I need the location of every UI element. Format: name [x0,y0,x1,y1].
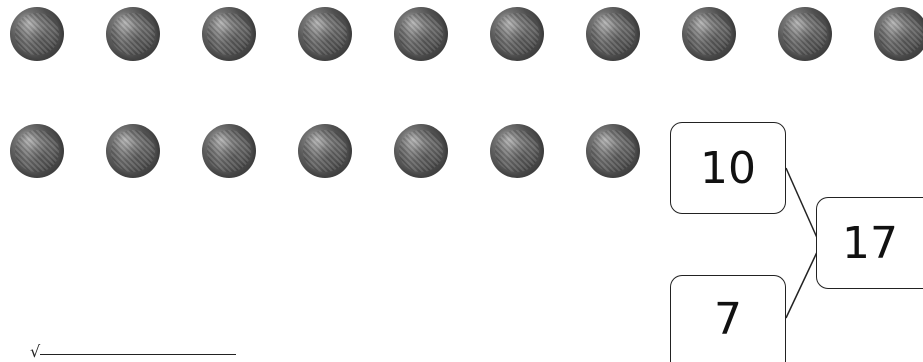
part-a-value: 10 [700,143,756,194]
answer-line [40,354,236,355]
answer-mark: √ [30,342,40,361]
ball [778,7,832,61]
ball [586,124,640,178]
ball [202,124,256,178]
ball [202,7,256,61]
ball [10,124,64,178]
ball [586,7,640,61]
ball [682,7,736,61]
ball [106,124,160,178]
number-bond-total: 17 [816,197,923,289]
ball [10,7,64,61]
number-bond-part-b: 7 [670,275,786,362]
ball [298,124,352,178]
ball [490,7,544,61]
part-b-value: 7 [714,294,742,345]
ball [106,7,160,61]
ball [874,7,923,61]
ball [298,7,352,61]
ball [394,7,448,61]
total-value: 17 [842,218,898,269]
number-bond-part-a: 10 [670,122,786,214]
ball [490,124,544,178]
ball [394,124,448,178]
